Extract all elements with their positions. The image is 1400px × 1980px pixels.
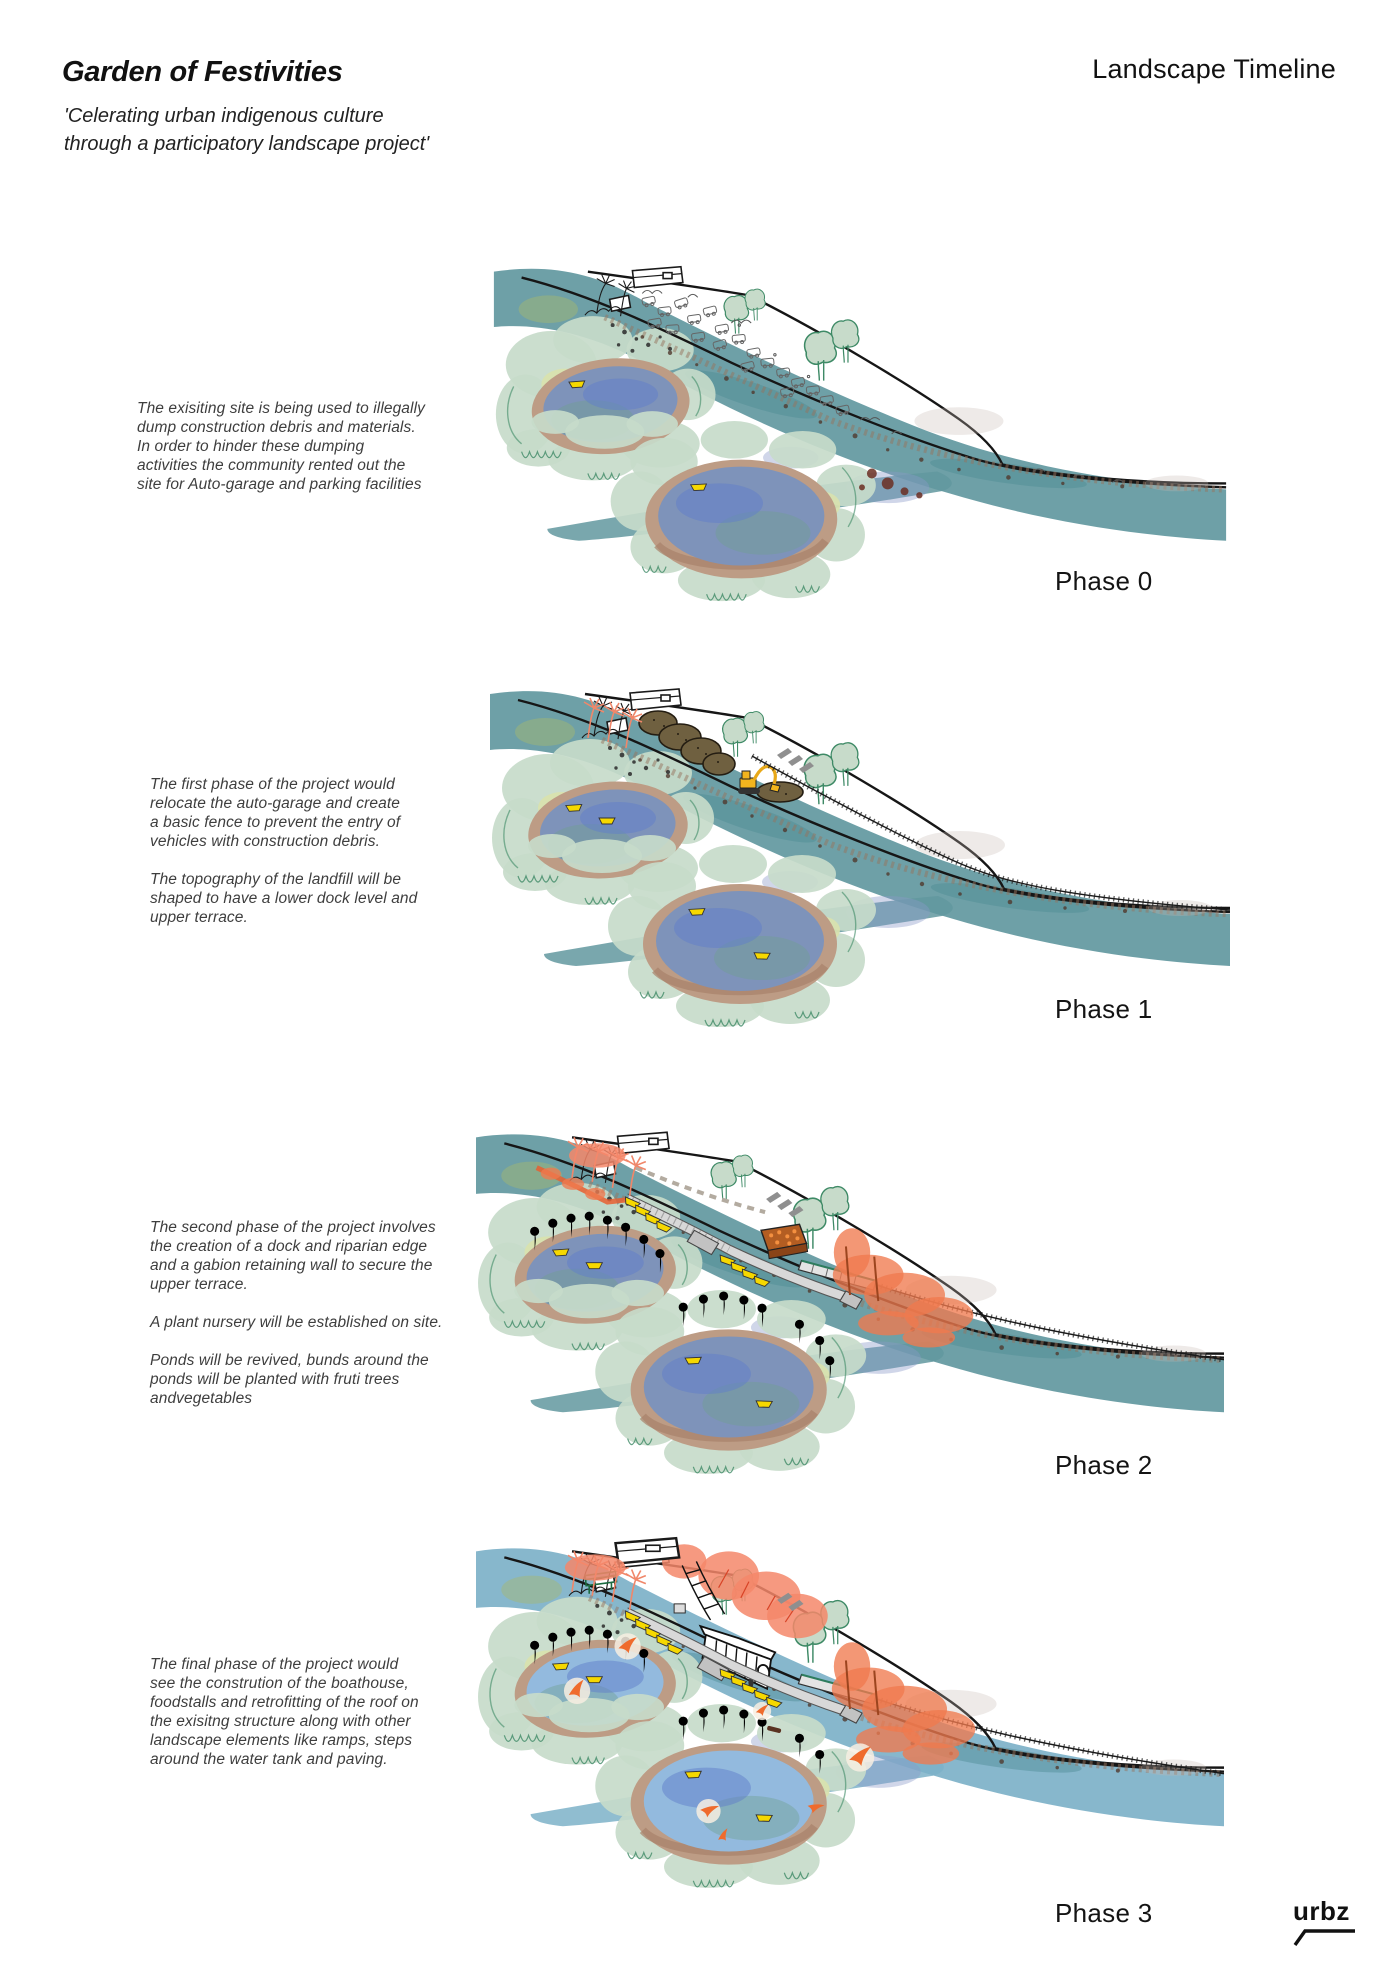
phase-1-label: Phase 1 (1055, 994, 1153, 1024)
birds (563, 1633, 875, 1844)
phase-1-description: The first phase of the project would rel… (150, 776, 418, 926)
phase-0-label: Phase 0 (1055, 566, 1153, 596)
plant-nursery (760, 1223, 809, 1260)
phase-2-illustration (476, 1096, 1224, 1494)
phase-0-description: The exisiting site is being used to ille… (137, 400, 425, 493)
dock (625, 1607, 863, 1724)
soil-mounds (638, 710, 804, 803)
timeline-title: Landscape Timeline (1092, 54, 1336, 84)
coral-canopy-top (661, 1544, 828, 1639)
urbz-logo-mark (1293, 1929, 1355, 1946)
log (767, 1725, 782, 1733)
ramp (673, 1561, 726, 1621)
phase-0-illustration (490, 238, 1230, 614)
urbz-logo-text: urbz (1293, 1896, 1350, 1926)
phase-2-description: The second phase of the project involves… (150, 1219, 443, 1407)
phase-3-description: The final phase of the project would see… (150, 1656, 419, 1768)
water-tank (673, 1603, 686, 1614)
coral-palms (564, 1550, 647, 1611)
road-crossing (777, 1592, 804, 1611)
road-crossing (766, 1191, 804, 1218)
shore-dark-blobs (859, 468, 923, 499)
terrace-path (634, 1165, 766, 1215)
phase-2-label: Phase 2 (1055, 1450, 1153, 1480)
phase-1-illustration (490, 656, 1230, 1044)
retrofitted-building (614, 1536, 681, 1565)
coral-palms (567, 1136, 647, 1197)
dock (625, 1193, 863, 1310)
riparian-edge (535, 1165, 626, 1205)
dump-site-sketch (641, 289, 1125, 483)
excavator (738, 764, 781, 794)
fence (750, 753, 1230, 913)
phase-3-illustration (476, 1536, 1224, 1908)
phase-3-label: Phase 3 (1055, 1898, 1153, 1928)
page-title: Garden of Festivities (62, 56, 343, 88)
orange-grove-right (831, 1642, 976, 1765)
orange-grove-right (832, 1228, 974, 1348)
page-subtitle: 'Celerating urban indigenous culture thr… (64, 105, 430, 155)
road-crossing (777, 748, 814, 773)
urbz-logo: urbz (1293, 1896, 1373, 1954)
